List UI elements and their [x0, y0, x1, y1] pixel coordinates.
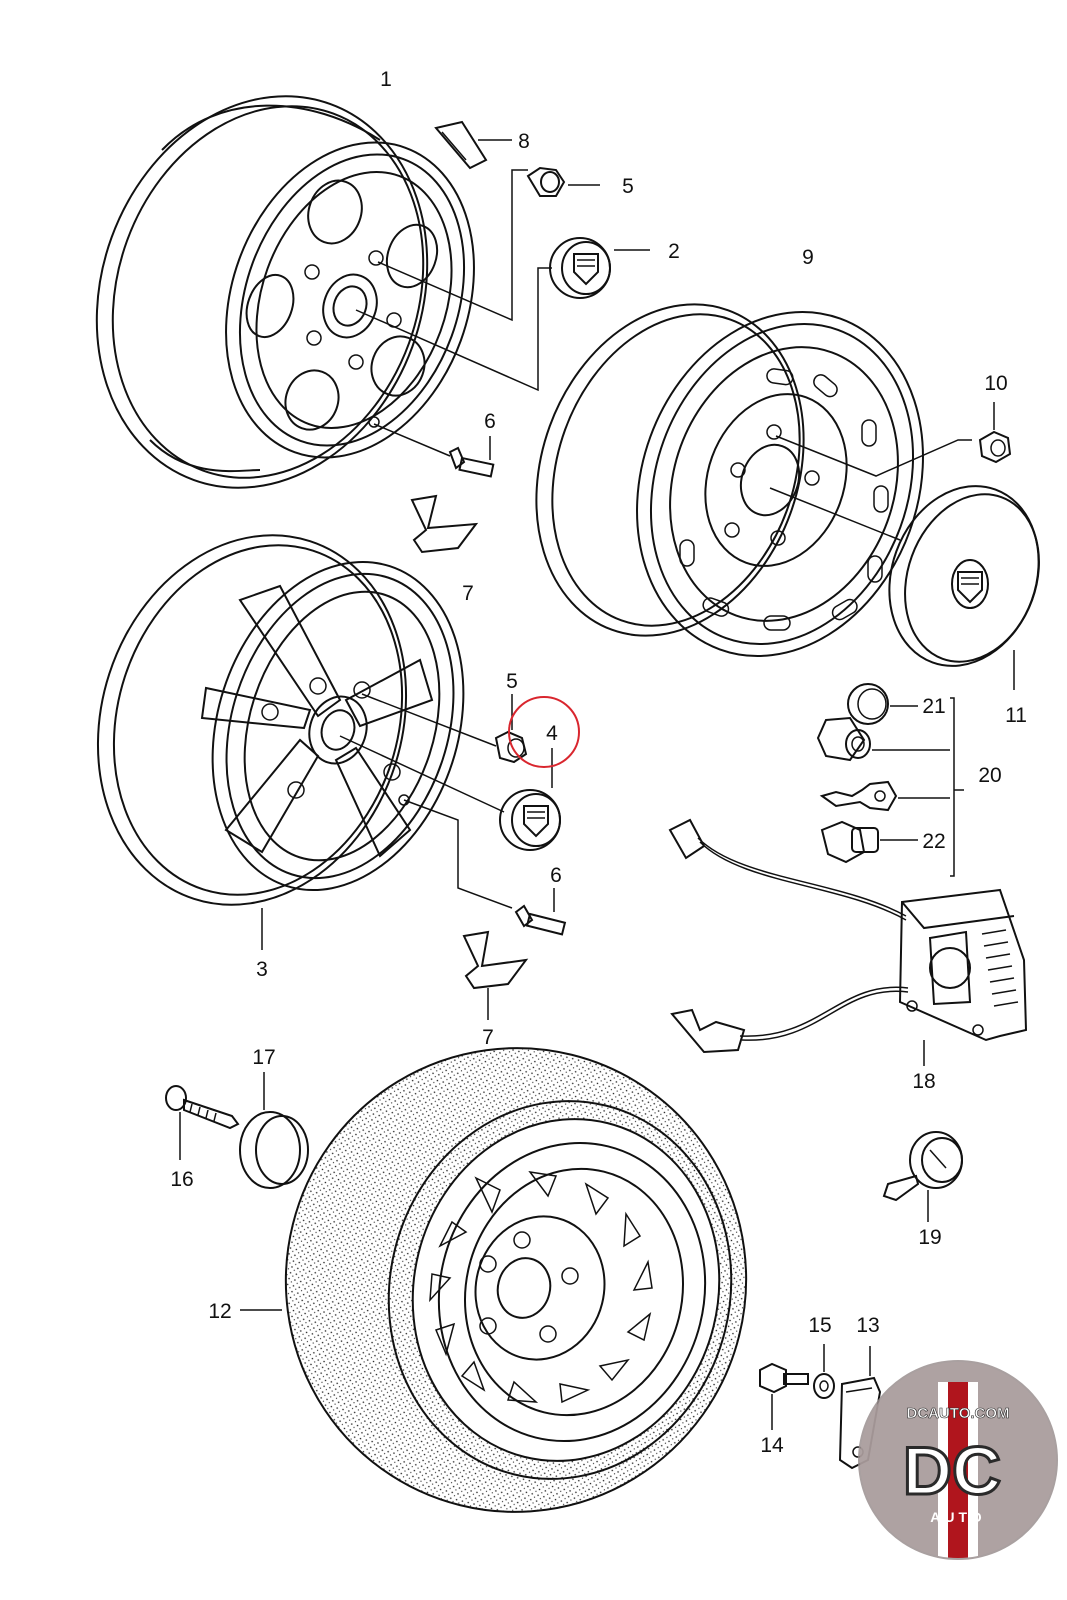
highlight-circle	[508, 696, 580, 768]
callout-22: 22	[922, 830, 945, 853]
watermark-tagline: AUTO	[930, 1509, 985, 1525]
part-21-cap	[847, 683, 918, 725]
wheel-3-fuchs	[96, 534, 513, 950]
callout-21: 21	[922, 695, 945, 718]
part-2-center-cap	[549, 237, 650, 299]
callout-19: 19	[918, 1226, 941, 1249]
part-20-key	[819, 780, 950, 812]
callout-18: 18	[912, 1070, 935, 1093]
part-12-spare-tire	[240, 1047, 748, 1513]
wheel-1-cookie-cutter	[95, 95, 552, 489]
watermark-site: DCAUTO.COM	[906, 1405, 1009, 1422]
callout-1: 1	[380, 68, 392, 91]
callout-6-mid: 6	[550, 864, 562, 887]
callout-5-mid: 5	[506, 670, 518, 693]
part-6-valve-stem-top	[373, 423, 495, 478]
callout-9: 9	[802, 246, 814, 269]
callout-12: 12	[208, 1300, 231, 1323]
callout-14: 14	[760, 1434, 784, 1457]
callout-labels: 1 8 5 2 9 10 6 7 5 4 11 21 20 22 6 3 7 1…	[170, 68, 1027, 1457]
part-7-clip-lower	[462, 930, 529, 1020]
callout-7-lower: 7	[482, 1026, 494, 1049]
callout-15: 15	[808, 1314, 831, 1337]
part-16-screw	[165, 1085, 240, 1160]
part-20-lock-cylinder	[816, 716, 950, 762]
part-17-plug	[239, 1072, 309, 1189]
part-6-valve-stem-mid	[514, 888, 567, 936]
part-22-lock-nut	[820, 820, 918, 864]
callout-20: 20	[978, 764, 1001, 787]
part-5-lug-nut-top	[526, 166, 600, 197]
callout-10: 10	[984, 372, 1007, 395]
part-4-center-cap	[499, 748, 561, 851]
dcauto-watermark: DCAUTO.COM DC AUTO	[858, 1360, 1058, 1560]
callout-16: 16	[170, 1168, 193, 1191]
part-18-air-compressor	[668, 818, 1028, 1066]
part-7-clip-upper	[410, 494, 479, 554]
part-14-bolt	[759, 1362, 809, 1430]
callout-17: 17	[252, 1046, 275, 1069]
part-10-wheel-nut	[978, 402, 1012, 464]
callout-4: 4	[546, 722, 558, 745]
part-19-tire-gauge	[882, 1131, 963, 1222]
wheel-9-steel	[535, 303, 972, 657]
bracket-20	[950, 697, 964, 877]
callout-7-upper: 7	[462, 582, 474, 605]
callout-6-top: 6	[484, 410, 496, 433]
callout-5-top: 5	[622, 175, 634, 198]
callout-13: 13	[856, 1314, 879, 1337]
part-8-wheel-weight	[434, 120, 512, 170]
callout-3: 3	[256, 958, 268, 981]
callout-11: 11	[1005, 704, 1027, 727]
callout-8: 8	[518, 130, 530, 153]
part-15-washer	[813, 1344, 835, 1399]
watermark-monogram: DC	[903, 1433, 1001, 1509]
part-11-hub-cap	[888, 485, 1040, 690]
callout-2: 2	[668, 240, 680, 263]
